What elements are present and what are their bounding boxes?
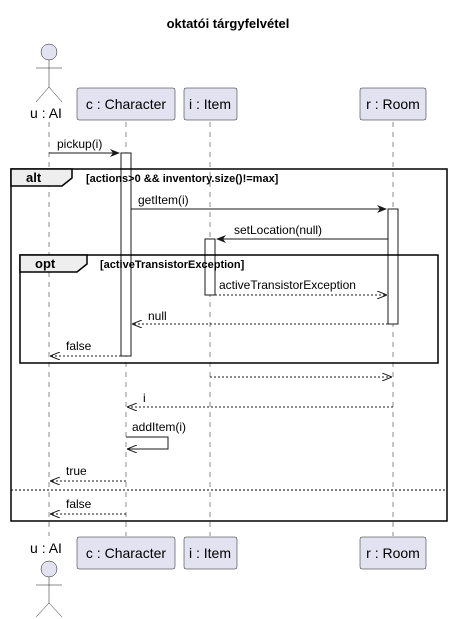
actor-icon-top [35, 43, 63, 103]
diagram-title: oktatói tárgyfelvétel [167, 16, 290, 31]
participant-room-label: r : Room [366, 96, 420, 112]
actor-icon-bottom [35, 560, 63, 618]
participant-item-label-bottom: i : Item [189, 545, 231, 561]
message-getitem: getItem(i) [131, 193, 387, 213]
message-activetransistorexception-label: activeTransistorException [219, 278, 356, 292]
message-return-null: null [133, 309, 388, 324]
message-return-false-else: false [51, 497, 126, 514]
participant-room-label-bottom: r : Room [366, 545, 420, 561]
participant-character-top: c : Character [76, 87, 176, 121]
opt-frame: opt [activeTransistorException] [19, 254, 439, 364]
message-return-true-label: true [66, 464, 87, 478]
message-setlocation: setLocation(null) [216, 223, 388, 243]
alt-frame: alt [actions>0 && inventory.size()!=max] [10, 168, 448, 522]
message-pickup: pickup(i) [49, 137, 120, 157]
message-additem-label: addItem(i) [132, 420, 186, 434]
participant-character-label-bottom: c : Character [86, 545, 166, 561]
participant-room-bottom: r : Room [359, 536, 427, 570]
participant-character-bottom: c : Character [76, 536, 176, 570]
message-return-true: true [51, 464, 126, 481]
opt-keyword: opt [35, 256, 56, 271]
message-setlocation-label: setLocation(null) [234, 223, 322, 237]
message-return-false-else-label: false [66, 497, 92, 511]
message-getitem-label: getItem(i) [138, 193, 189, 207]
actor-label-top: u : AI [30, 105, 62, 121]
participant-room-top: r : Room [359, 87, 427, 121]
participant-item-label: i : Item [189, 96, 231, 112]
message-activetransistorexception: activeTransistorException [215, 278, 386, 295]
message-return-false-opt: false [51, 339, 121, 356]
message-return-i-label: i [143, 391, 146, 405]
message-return-i: i [128, 391, 393, 407]
message-return-null-label: null [148, 309, 167, 323]
participant-item-bottom: i : Item [183, 536, 238, 570]
message-return-false-opt-label: false [66, 339, 92, 353]
alt-guard: [actions>0 && inventory.size()!=max] [86, 173, 279, 185]
message-additem-self: addItem(i) [126, 420, 186, 449]
message-pickup-label: pickup(i) [57, 137, 102, 151]
opt-guard: [activeTransistorException] [100, 259, 245, 271]
participant-item-top: i : Item [183, 87, 238, 121]
participant-character-label: c : Character [86, 96, 166, 112]
actor-label-bottom: u : AI [30, 540, 62, 556]
item-activation [204, 238, 216, 296]
alt-keyword: alt [26, 170, 42, 185]
room-activation [387, 208, 399, 325]
